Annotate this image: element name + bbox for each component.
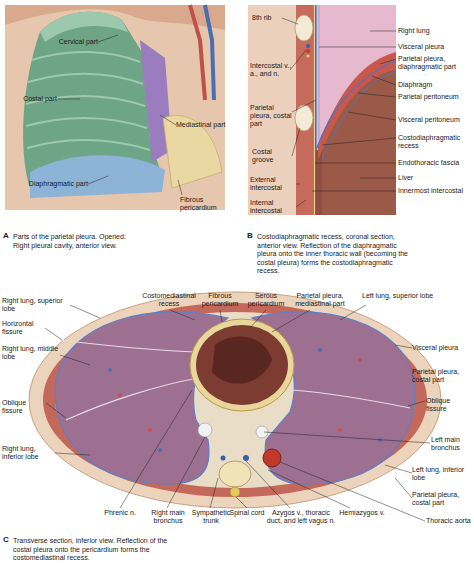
panel-letter: C (3, 536, 13, 544)
panel-letter: A (3, 232, 13, 240)
part-label: Visceral pleura (412, 344, 472, 352)
part-label: Visceral peritoneum (398, 116, 472, 124)
part-label: Horizontal fissure (2, 320, 46, 336)
part-label: Parietal pleura, costal part (412, 368, 472, 384)
part-label: Sympathetic trunk (189, 509, 233, 525)
part-label: Fibrous pericardium (180, 196, 226, 212)
part-label: Mediastinal part (176, 121, 226, 129)
part-label: Costodiaphragmatic recess (398, 134, 472, 150)
part-label: Thoracic aorta (426, 517, 472, 525)
panel-letter: B (247, 232, 257, 240)
part-label: Right lung, inferior lobe (2, 445, 56, 461)
part-label: Internal intercostal (250, 199, 296, 215)
part-label: Parietal peritoneum (398, 93, 472, 101)
figure-caption: Costodiaphragmatic recess, coronal secti… (257, 233, 417, 276)
part-label: Oblique fissure (2, 399, 46, 415)
part-label: Costomediastinal recess (140, 292, 198, 308)
part-label: Right lung (398, 27, 472, 35)
part-label: Left lung, inferior lobe (412, 466, 472, 482)
part-label: Parietal pleura, mediastinal part (290, 292, 350, 308)
figure-caption: Transverse section, inferior view. Refle… (13, 537, 183, 563)
part-label: Parietal pleura, costal part (250, 104, 294, 128)
part-label: Right lung, middle lobe (2, 345, 62, 361)
part-label: Innermost intercostal (398, 187, 472, 195)
part-label: Visceral pleura (398, 43, 472, 51)
part-label: Right main bronchus (146, 509, 190, 525)
panel-b-art (248, 5, 396, 215)
part-label: Costal part (15, 95, 57, 103)
part-label: Oblique fissure (426, 397, 472, 413)
part-label: Costal groove (252, 148, 292, 164)
part-label: Azygos v., thoracic duct, and left vagus… (266, 509, 336, 525)
part-label: Phrenic n. (100, 509, 140, 517)
part-label: Left lung, superior lobe (362, 292, 442, 300)
part-label: Right lung, superior lobe (2, 297, 74, 313)
part-label: External intercostal (250, 176, 296, 192)
part-label: Spinal cord (229, 509, 265, 517)
part-label: Diaphragm (398, 81, 472, 89)
part-label: Diaphragmatic part (14, 180, 88, 188)
part-label: Parietal pleura, costal part (412, 491, 472, 507)
part-label: Intercostal v., a., and n. (250, 62, 292, 78)
part-label: Endothoracic fascia (398, 159, 472, 167)
part-label: Hemiazygos v. (337, 509, 387, 517)
part-label: 8th rib (252, 14, 282, 22)
panel-a-art (5, 5, 225, 210)
panel-c-art (29, 292, 441, 521)
figure-caption: Parts of the parietal pleura. Opened: Ri… (13, 233, 128, 250)
part-label: Fibrous pericardium (198, 292, 242, 308)
part-label: Parietal pleura, diaphragmatic part (398, 55, 472, 71)
part-label: Cervical part (46, 38, 98, 46)
part-label: Serous pericardium (244, 292, 288, 308)
part-label: Left main bronchus (431, 436, 473, 452)
part-label: Liver (398, 174, 472, 182)
